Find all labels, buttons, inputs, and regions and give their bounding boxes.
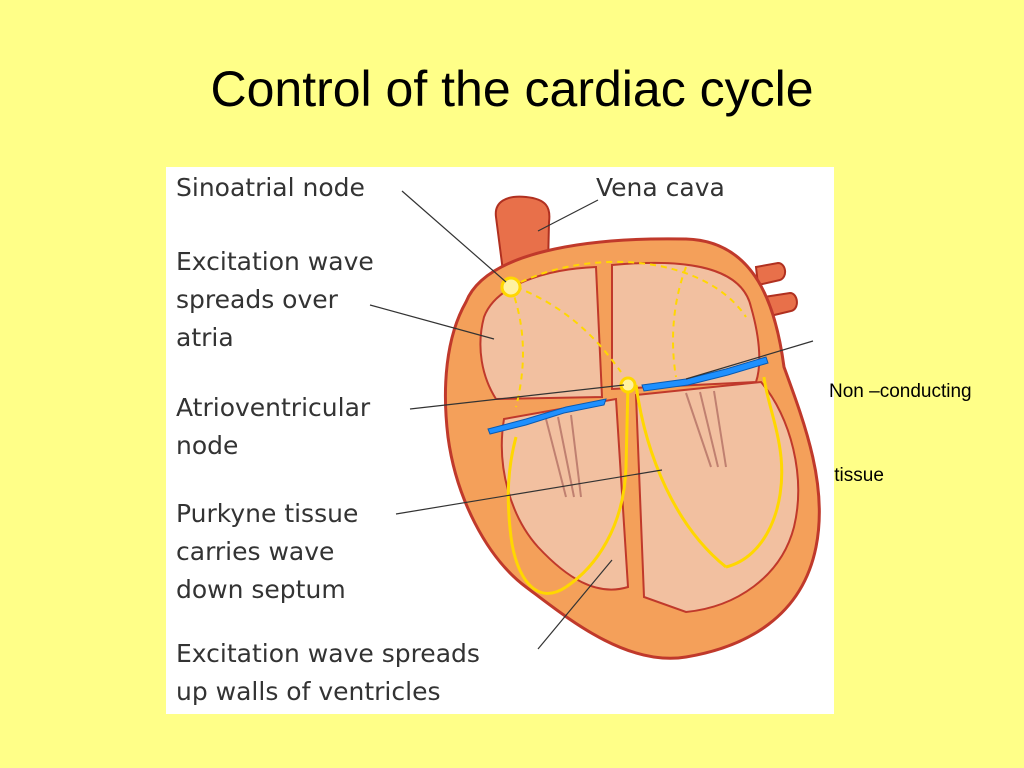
label-excitation-atria-line-1: Excitation wave — [176, 247, 374, 276]
non-conducting-tissue-right — [487, 398, 607, 435]
label-av-node-line-2: node — [176, 431, 239, 460]
label-purkyne-line-1: Purkyne tissue — [176, 499, 359, 528]
heart-illustration — [369, 190, 821, 660]
label-purkyne-line-3: down septum — [176, 575, 346, 604]
left-ventricle — [634, 380, 800, 614]
annotation-line-1: Non –conducting — [829, 381, 972, 402]
annotation-line-2: tissue — [829, 465, 884, 486]
heart-diagram: Sinoatrial node Vena cava Excitation wav… — [166, 167, 834, 714]
label-excitation-ventricles-line-1: Excitation wave spreads — [176, 639, 480, 668]
leader-lines — [369, 190, 814, 650]
valve-tendons — [545, 390, 727, 498]
label-excitation-atria-line-2: spreads over — [176, 285, 338, 314]
label-excitation-atria-line-3: atria — [176, 323, 234, 352]
label-sinoatrial-node: Sinoatrial node — [176, 173, 365, 202]
label-excitation-ventricles-line-2: up walls of ventricles — [176, 677, 441, 706]
pulmonary-vessel-1 — [754, 261, 786, 287]
left-atrium — [611, 261, 761, 391]
non-conducting-tissue-left — [641, 356, 769, 392]
label-vena-cava: Vena cava — [596, 173, 725, 202]
non-conducting-annotation: Non –conducting tissue — [829, 322, 972, 518]
excitation-wave-paths — [510, 260, 747, 408]
label-av-node-line-1: Atrioventricular — [176, 393, 371, 422]
sinoatrial-node-marker — [500, 276, 522, 298]
slide-title: Control of the cardiac cycle — [210, 61, 814, 117]
label-purkyne-line-2: carries wave — [176, 537, 335, 566]
